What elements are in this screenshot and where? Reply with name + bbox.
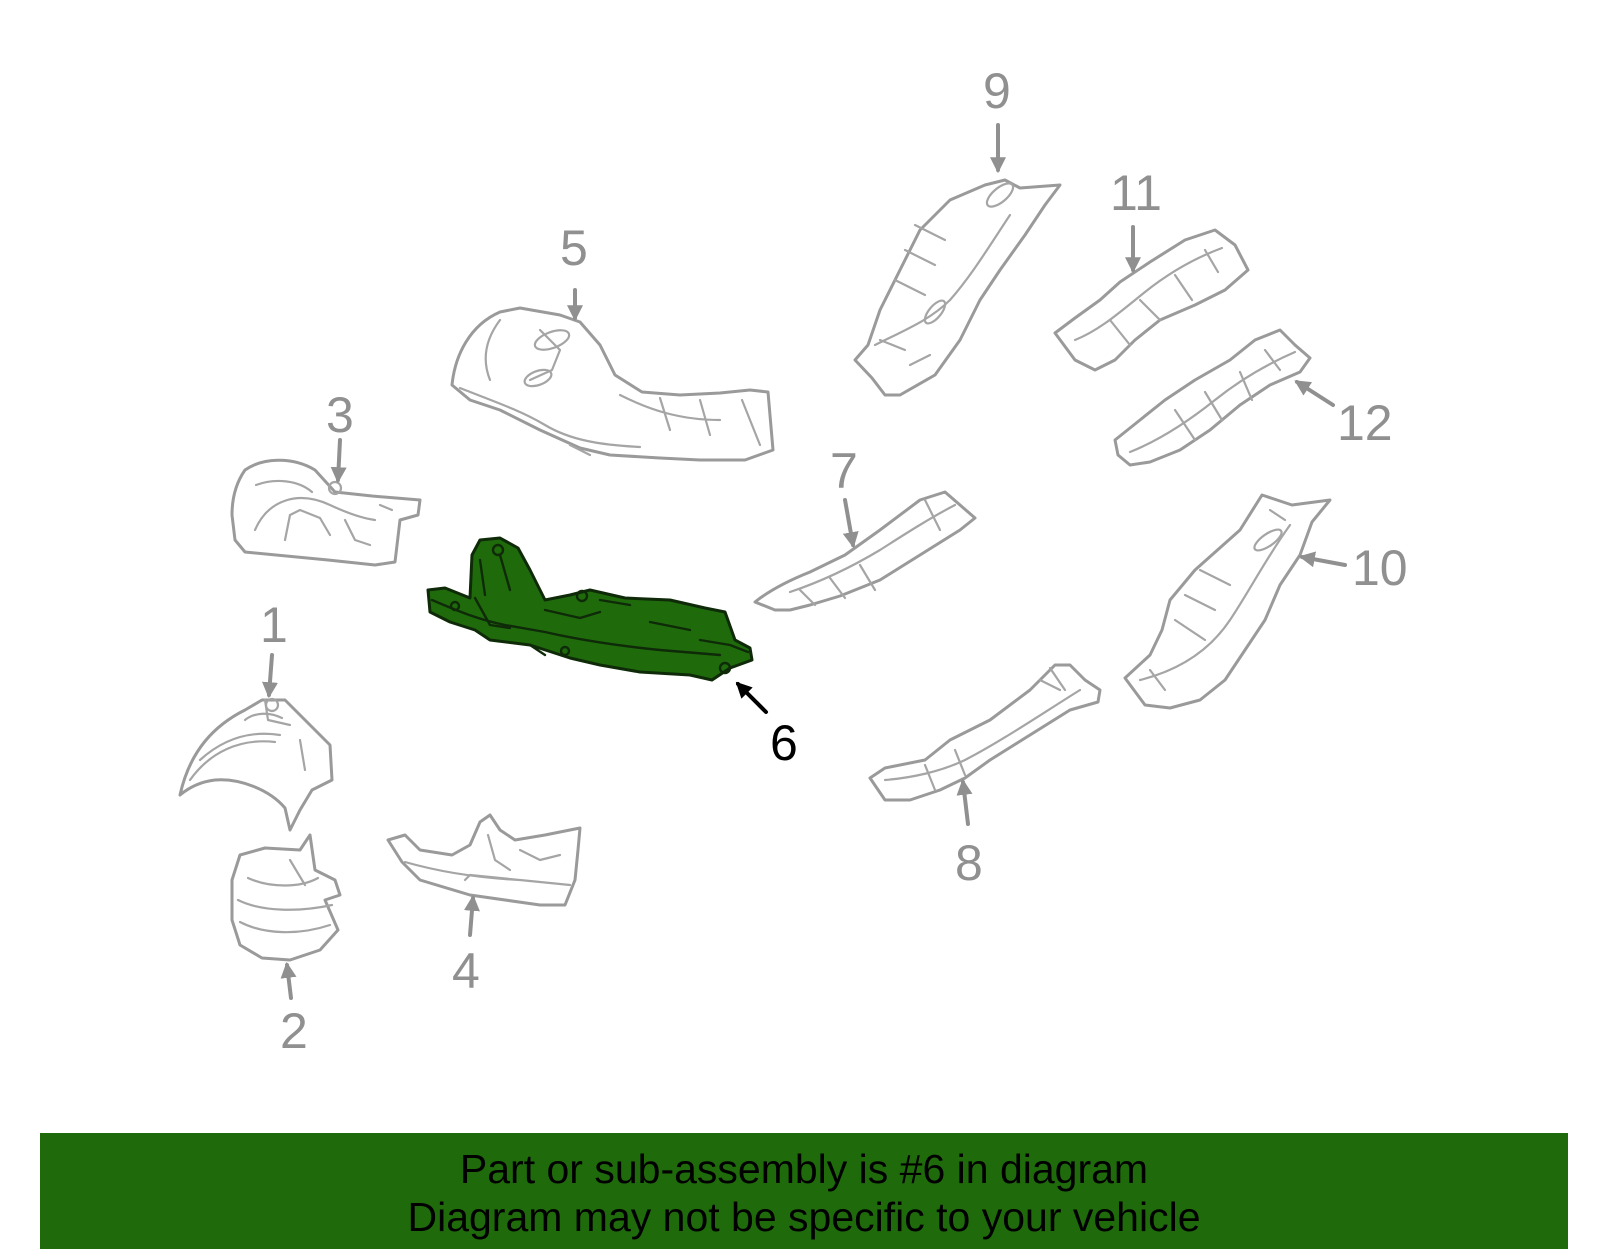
leader-line-2 xyxy=(280,961,297,1000)
part-5-heat-shield[interactable] xyxy=(450,306,775,462)
leader-line-6 xyxy=(735,681,768,714)
leader-line-1 xyxy=(261,653,278,699)
leader-line-12 xyxy=(1294,380,1335,407)
part-10-heat-shield[interactable] xyxy=(1123,493,1332,710)
leader-line-10 xyxy=(1298,551,1347,568)
part-2-heat-shield[interactable] xyxy=(230,833,342,962)
callout-2[interactable]: 2 xyxy=(280,1003,308,1059)
part-9-heat-shield[interactable] xyxy=(853,178,1062,397)
callout-6[interactable]: 6 xyxy=(770,715,798,771)
part-4-heat-shield[interactable] xyxy=(386,813,582,907)
part-3-heat-shield[interactable] xyxy=(230,458,422,567)
leader-line-4 xyxy=(463,894,480,937)
banner-line-disclaimer: Diagram may not be specific to your vehi… xyxy=(407,1194,1201,1240)
leader-line-8 xyxy=(956,778,973,826)
callout-11[interactable]: 11 xyxy=(1110,165,1162,221)
part-8-heat-shield[interactable] xyxy=(868,663,1102,802)
callout-3[interactable]: 3 xyxy=(326,387,354,443)
callout-12[interactable]: 12 xyxy=(1337,395,1393,451)
callout-8[interactable]: 8 xyxy=(955,835,983,891)
part-6-heat-shield-highlighted[interactable] xyxy=(426,536,754,682)
callout-5[interactable]: 5 xyxy=(560,220,588,276)
callout-9[interactable]: 9 xyxy=(983,63,1011,119)
part-12-heat-shield[interactable] xyxy=(1113,328,1312,467)
leader-line-7 xyxy=(842,498,859,549)
leader-line-3 xyxy=(330,438,347,484)
part-11-heat-shield[interactable] xyxy=(1053,228,1250,372)
info-banner: Part or sub-assembly is #6 in diagram Di… xyxy=(40,1133,1568,1249)
callout-7[interactable]: 7 xyxy=(830,443,858,499)
callout-4[interactable]: 4 xyxy=(452,943,480,999)
callout-1[interactable]: 1 xyxy=(260,597,288,653)
banner-line-part-number: Part or sub-assembly is #6 in diagram xyxy=(459,1146,1149,1192)
part-7-heat-shield[interactable] xyxy=(753,490,977,612)
callout-10[interactable]: 10 xyxy=(1352,540,1408,596)
part-1-heat-shield[interactable] xyxy=(178,697,334,832)
